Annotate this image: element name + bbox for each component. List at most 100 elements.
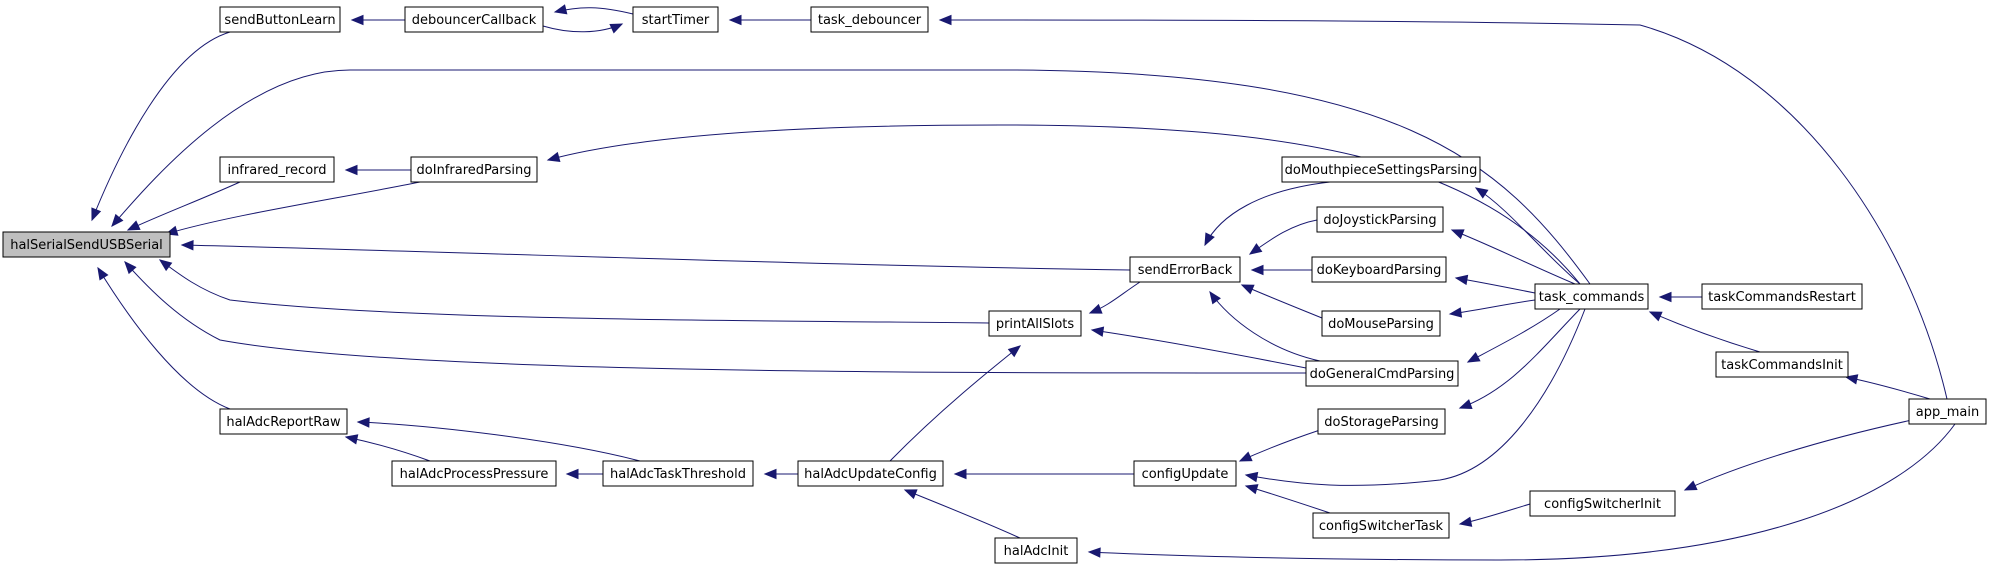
node-configUpdate[interactable]: configUpdate <box>1133 460 1237 487</box>
node-doJoystickParsing[interactable]: doJoystickParsing <box>1316 206 1444 233</box>
arrowhead-icon <box>111 213 124 228</box>
node-label: taskCommandsRestart <box>1708 290 1856 305</box>
node-box <box>1701 283 1863 310</box>
arrowhead-icon <box>350 14 364 26</box>
node-halSerialSendUSBSerial[interactable]: halSerialSendUSBSerial <box>2 231 171 258</box>
node-label: doJoystickParsing <box>1323 213 1436 228</box>
node-taskCommandsInit[interactable]: taskCommandsInit <box>1715 351 1849 378</box>
call-edge-task_commands-to-halSerialSendUSBSerial <box>111 69 1591 285</box>
arrowhead-icon <box>97 266 109 281</box>
call-edge-halAdcTaskThreshold-to-halAdcReportRaw <box>357 421 641 462</box>
node-task_debouncer[interactable]: task_debouncer <box>810 6 929 33</box>
node-label: doStorageParsing <box>1324 415 1439 430</box>
arrowhead-icon <box>356 417 370 428</box>
arrowhead-icon <box>158 259 173 272</box>
node-box <box>994 537 1078 564</box>
arrowhead-icon <box>1844 374 1859 385</box>
call-edge-task_commands-to-doGeneralCmdParsing <box>1467 308 1561 363</box>
node-box <box>219 156 335 183</box>
call-edge-app_main-to-configSwitcherInit <box>1684 419 1913 491</box>
node-box <box>602 460 754 487</box>
call-edge-app_main-to-task_debouncer <box>939 19 1948 400</box>
node-label: configSwitcherTask <box>1319 519 1444 534</box>
node-doInfraredParsing[interactable]: doInfraredParsing <box>410 156 538 183</box>
node-halAdcTaskThreshold[interactable]: halAdcTaskThreshold <box>602 460 754 487</box>
call-edge-halAdcUpdateConfig-to-printAllSlots <box>889 345 1021 462</box>
call-edge-doStorageParsing-to-configUpdate <box>1239 429 1321 462</box>
node-app_main[interactable]: app_main <box>1908 398 1987 425</box>
node-box <box>810 6 929 33</box>
node-label: sendButtonLearn <box>224 13 335 28</box>
node-doKeyboardParsing[interactable]: doKeyboardParsing <box>1311 256 1447 283</box>
node-box <box>219 6 341 33</box>
node-taskCommandsRestart[interactable]: taskCommandsRestart <box>1701 283 1863 310</box>
node-halAdcInit[interactable]: halAdcInit <box>994 537 1078 564</box>
node-doMouseParsing[interactable]: doMouseParsing <box>1321 310 1441 337</box>
call-edge-doGeneralCmdParsing-to-printAllSlots <box>1091 329 1307 369</box>
arrowhead-icon <box>126 220 141 231</box>
arrowhead-icon <box>1448 307 1463 318</box>
node-box <box>797 460 944 487</box>
node-halAdcProcessPressure[interactable]: halAdcProcessPressure <box>391 460 557 487</box>
arrowhead-icon <box>1204 232 1215 247</box>
node-label: halAdcInit <box>1004 544 1069 559</box>
node-sendErrorBack[interactable]: sendErrorBack <box>1129 256 1241 283</box>
node-box <box>1529 490 1676 517</box>
call-edge-task_commands-to-doKeyboardParsing <box>1455 277 1536 294</box>
call-graph-nodes: halSerialSendUSBSerial sendButtonLearn deb… <box>2 6 1987 564</box>
node-box <box>1312 512 1450 539</box>
arrowhead-icon <box>1240 284 1255 295</box>
node-label: doInfraredParsing <box>417 163 532 178</box>
node-label: doGeneralCmdParsing <box>1310 367 1455 382</box>
arrowhead-icon <box>344 164 358 176</box>
node-configSwitcherTask[interactable]: configSwitcherTask <box>1312 512 1450 539</box>
node-label: debouncerCallback <box>412 13 537 28</box>
node-box <box>1281 156 1481 183</box>
arrowhead-icon <box>180 240 194 251</box>
call-graph-edges <box>91 4 1956 561</box>
node-label: halAdcReportRaw <box>226 415 341 430</box>
node-infrared_record[interactable]: infrared_record <box>219 156 335 183</box>
node-doStorageParsing[interactable]: doStorageParsing <box>1317 408 1446 435</box>
call-edge-sendErrorBack-to-halSerialSendUSBSerial <box>181 244 1131 271</box>
node-label: startTimer <box>642 13 710 28</box>
arrowhead-icon <box>1244 471 1259 483</box>
node-label: task_commands <box>1539 290 1645 305</box>
call-edge-infrared_record-to-halSerialSendUSBSerial <box>127 181 241 231</box>
call-edge-task_commands-to-doMouthpieceSettingsParsing <box>1475 187 1581 285</box>
node-printAllSlots[interactable]: printAllSlots <box>988 310 1082 337</box>
call-edge-configSwitcherTask-to-configUpdate <box>1245 485 1331 514</box>
arrowhead-icon <box>546 151 561 163</box>
arrowhead-icon <box>763 468 777 480</box>
node-box <box>391 460 557 487</box>
node-label: halAdcTaskThreshold <box>610 467 746 482</box>
arrowhead-icon <box>1648 311 1663 322</box>
node-label: doKeyboardParsing <box>1317 263 1442 278</box>
node-label: configSwitcherInit <box>1544 497 1661 512</box>
node-box <box>988 310 1082 337</box>
node-box <box>1317 408 1446 435</box>
node-box <box>632 6 719 33</box>
node-halAdcUpdateConfig[interactable]: halAdcUpdateConfig <box>797 460 944 487</box>
arrowhead-icon <box>1238 451 1253 462</box>
arrowhead-icon <box>1458 516 1473 527</box>
node-halAdcReportRaw[interactable]: halAdcReportRaw <box>219 408 348 435</box>
arrowhead-icon <box>565 468 579 480</box>
arrowhead-icon <box>1474 187 1489 199</box>
node-startTimer[interactable]: startTimer <box>632 6 719 33</box>
call-edge-doInfraredParsing-to-halSerialSendUSBSerial <box>165 181 421 235</box>
node-sendButtonLearn[interactable]: sendButtonLearn <box>219 6 341 33</box>
arrowhead-icon <box>1244 484 1259 495</box>
node-doGeneralCmdParsing[interactable]: doGeneralCmdParsing <box>1305 360 1459 387</box>
node-task_commands[interactable]: task_commands <box>1534 283 1649 310</box>
node-configSwitcherInit[interactable]: configSwitcherInit <box>1529 490 1676 517</box>
node-box <box>1129 256 1241 283</box>
node-box <box>1133 460 1237 487</box>
node-box <box>410 156 538 183</box>
node-doMouthpieceSettingsParsing[interactable]: doMouthpieceSettingsParsing <box>1281 156 1481 183</box>
node-debouncerCallback[interactable]: debouncerCallback <box>404 6 544 33</box>
arrowhead-icon <box>124 261 137 275</box>
node-box <box>1908 398 1987 425</box>
call-edge-halAdcInit-to-halAdcUpdateConfig <box>904 489 1021 539</box>
